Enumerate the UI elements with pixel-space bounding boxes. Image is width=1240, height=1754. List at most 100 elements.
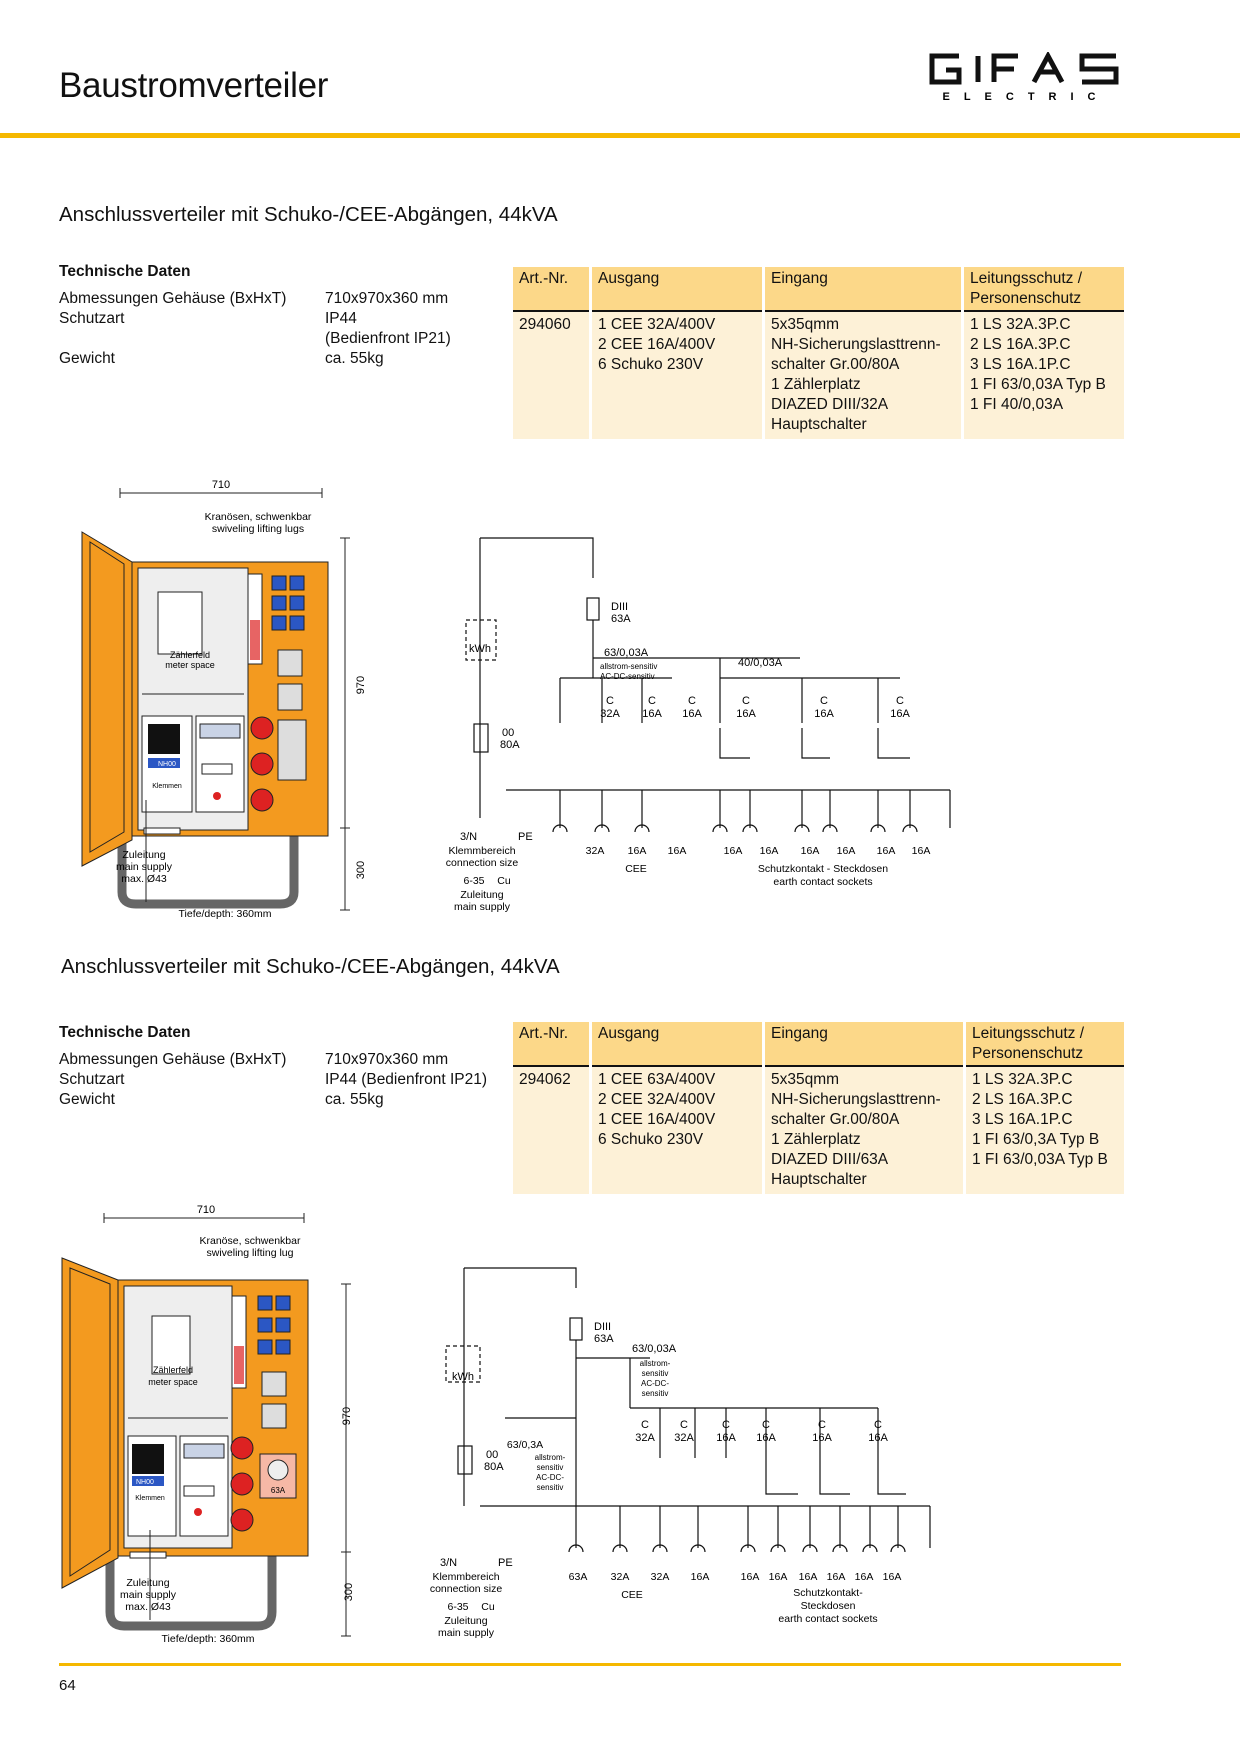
nh-label: NH00	[136, 1479, 154, 1486]
clamp-label: Klemmbereich	[432, 1571, 499, 1583]
page-number: 64	[59, 1677, 76, 1694]
breaker-rating: 16A	[642, 708, 662, 720]
diazed-label: DIII	[594, 1321, 611, 1333]
depth-label: Tiefe/depth: 360mm	[179, 908, 272, 920]
output-rating: 16A	[837, 845, 856, 857]
circuit-schematic: kWh DIII 63A 63/0,03A allstrom- sensitiv…	[430, 1267, 931, 1639]
width-dim: 710	[212, 479, 230, 491]
output-rating: 16A	[724, 845, 743, 857]
col-eingang: Eingang	[763, 1022, 966, 1067]
breaker-rating: 16A	[868, 1432, 888, 1444]
tech-label: Schutzart	[59, 1071, 125, 1088]
nh-fuse-rating: 80A	[500, 739, 520, 751]
supply-max: max. Ø43	[125, 1601, 171, 1613]
col-schutz: Leitungsschutz / Personenschutz	[964, 1022, 1124, 1067]
output-rating: 16A	[628, 845, 647, 857]
clamp-label: Klemmbereich	[448, 845, 515, 857]
col-art: Art.-Nr.	[513, 267, 592, 312]
col-schutz: Leitungsschutz / Personenschutz	[962, 267, 1124, 312]
output-rating: 16A	[912, 845, 931, 857]
clamp-label-en: connection size	[446, 857, 519, 869]
breaker-c: C	[680, 1419, 688, 1431]
height-dim: 970	[341, 1407, 353, 1425]
breaker-c: C	[896, 695, 904, 707]
breaker-c: C	[874, 1419, 882, 1431]
tech-label: Gewicht	[59, 350, 115, 367]
output-rating: 16A	[760, 845, 779, 857]
schuko-label-2: Steckdosen	[801, 1600, 856, 1612]
tech-label: Abmessungen Gehäuse (BxHxT)	[59, 290, 287, 307]
fi2-note: sensitiv	[537, 1463, 564, 1472]
output-rating: 16A	[741, 1571, 760, 1583]
height-dim: 970	[355, 676, 367, 694]
output-rating: 63A	[569, 1571, 588, 1583]
breaker-c: C	[762, 1419, 770, 1431]
output-rating: 16A	[799, 1571, 818, 1583]
section-title: Anschlussverteiler mit Schuko-/CEE-Abgän…	[61, 955, 560, 978]
klemmen-label: Klemmen	[135, 1495, 165, 1502]
fi1-label: 63/0,03A	[604, 647, 649, 659]
page-title: Baustromverteiler	[59, 66, 329, 105]
schuko-label: Schutzkontakt-	[793, 1587, 863, 1599]
supply-label-en: main supply	[120, 1589, 177, 1601]
spec-header-row: Art.-Nr. Ausgang Eingang Leitungsschutz …	[513, 267, 1124, 312]
supply-label-en: main supply	[438, 1627, 495, 1639]
fi2-note: AC-DC-	[536, 1473, 564, 1482]
kwh-label: kWh	[452, 1371, 474, 1383]
meter-label-en: meter space	[165, 660, 215, 670]
output-rating: 16A	[883, 1571, 902, 1583]
meter-label: Zählerfeld	[170, 650, 210, 660]
output-rating: 32A	[651, 1571, 670, 1583]
base-dim: 300	[343, 1583, 355, 1601]
breaker-c: C	[722, 1419, 730, 1431]
brand-subtitle: ELECTRIC	[943, 91, 1110, 103]
gifas-logo: ELECTRIC	[929, 52, 1119, 103]
tech-heading: Technische Daten	[59, 1024, 191, 1041]
cable-unit: Cu	[497, 875, 511, 887]
pe-label: PE	[498, 1557, 513, 1569]
tech-value: IP44 (Bedienfront IP21)	[325, 1071, 487, 1088]
nh-fuse-rating: 80A	[484, 1461, 504, 1473]
spec-header-row: Art.-Nr. Ausgang Eingang Leitungsschutz …	[513, 1022, 1124, 1067]
lugs-label: Kranösen, schwenkbar	[205, 511, 312, 523]
lugs-label-en: swiveling lifting lugs	[212, 523, 304, 535]
output-rating: 16A	[855, 1571, 874, 1583]
cell-art: 294060	[513, 311, 592, 439]
cabinet-drawing: 710 970 300 Kranösen, schwenkbar swiveli…	[81, 479, 367, 920]
schuko-label-en: earth contact sockets	[778, 1613, 877, 1625]
col-ausgang: Ausgang	[590, 267, 765, 312]
cee-label: CEE	[621, 1589, 643, 1601]
breaker-rating: 32A	[600, 708, 620, 720]
cable-size: 6-35	[463, 875, 484, 887]
fi1-note: AC-DC-	[641, 1379, 669, 1388]
clamp-label-en: connection size	[430, 1583, 502, 1595]
cell-art: 294062	[513, 1066, 592, 1194]
breaker-c: C	[641, 1419, 649, 1431]
nh-label: NH00	[158, 761, 176, 768]
output-rating: 16A	[691, 1571, 710, 1583]
fi2-label: 40/0,03A	[738, 657, 783, 669]
output-rating: 32A	[586, 845, 605, 857]
spec-table: Art.-Nr. Ausgang Eingang Leitungsschutz …	[513, 267, 1124, 439]
circuit-schematic: kWh DIII 63A 63/0,03A allstrom-sensitiv …	[446, 537, 951, 913]
supply-label: Zuleitung	[122, 849, 165, 861]
breaker-rating: 32A	[674, 1432, 694, 1444]
tech-label: Abmessungen Gehäuse (BxHxT)	[59, 1051, 287, 1068]
footer-rule	[59, 1663, 1121, 1666]
fi1-note: allstrom-sensitiv	[600, 662, 657, 671]
base-dim: 300	[355, 861, 367, 879]
supply-label-en: main supply	[454, 901, 511, 913]
tech-data: Abmessungen Gehäuse (BxHxT) 710x970x360 …	[59, 289, 519, 379]
breaker-c: C	[648, 695, 656, 707]
breaker-c: C	[606, 695, 614, 707]
cable-unit: Cu	[481, 1601, 495, 1613]
cabinet-drawing: 710 970 300 Kranöse, schwenkbar swivelin…	[61, 1204, 355, 1645]
lugs-label-en: swiveling lifting lug	[207, 1247, 294, 1259]
tech-heading: Technische Daten	[59, 263, 191, 280]
fi1-label: 63/0,03A	[632, 1343, 677, 1355]
